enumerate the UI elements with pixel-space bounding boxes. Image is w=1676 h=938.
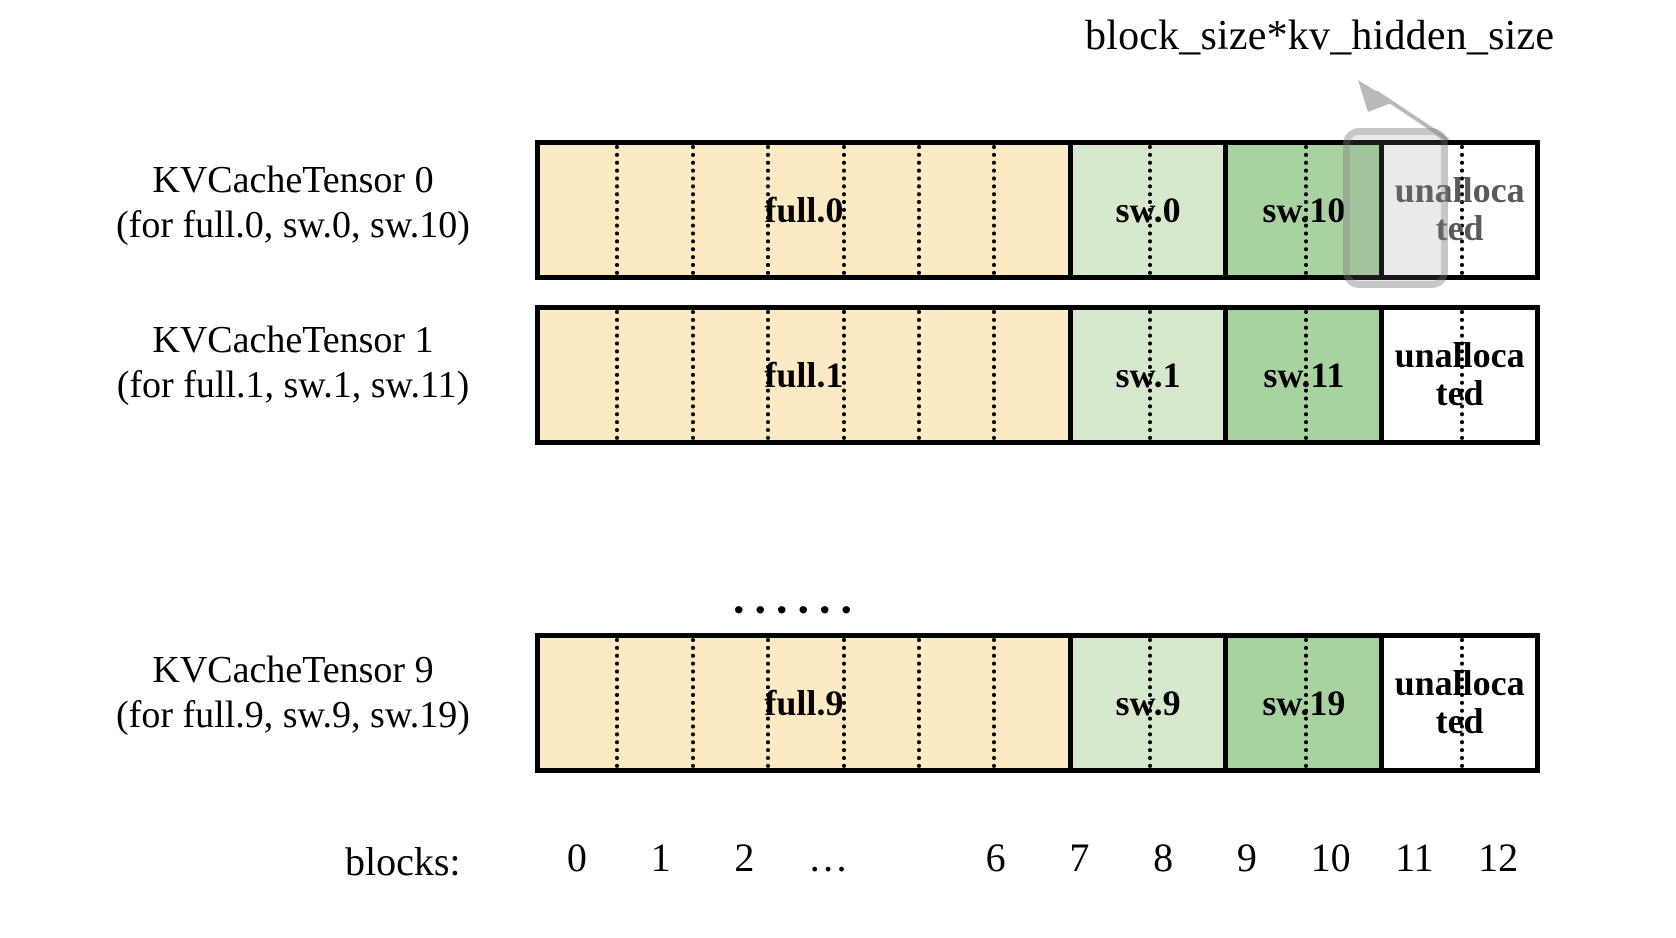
segment-sw-10-label: sw.10 bbox=[1262, 190, 1346, 230]
block-divider bbox=[690, 145, 695, 275]
block-divider bbox=[1459, 638, 1464, 768]
tensor-row-label-9: KVCacheTensor 9 (for full.9, sw.9, sw.19… bbox=[58, 648, 528, 738]
segment-sw-0[interactable]: sw.0 bbox=[1072, 145, 1229, 275]
axis-tick-9: 9 bbox=[1236, 835, 1257, 880]
block-divider bbox=[615, 310, 620, 440]
tensor-row-label-9-line2: (for full.9, sw.9, sw.19) bbox=[116, 693, 470, 736]
block-divider bbox=[916, 310, 921, 440]
block-divider bbox=[841, 310, 846, 440]
block-divider bbox=[1148, 145, 1153, 275]
block-divider bbox=[992, 310, 997, 440]
axis-tick-7: 7 bbox=[1069, 835, 1090, 880]
block-divider bbox=[690, 310, 695, 440]
segment-sw-9[interactable]: sw.9 bbox=[1072, 638, 1229, 768]
segment-sw-1[interactable]: sw.1 bbox=[1072, 310, 1229, 440]
block-divider bbox=[766, 310, 771, 440]
block-divider bbox=[690, 638, 695, 768]
block-divider bbox=[916, 638, 921, 768]
axis-tick-1: 1 bbox=[650, 835, 671, 880]
segment-sw-19[interactable]: sw.19 bbox=[1228, 638, 1385, 768]
tensor-row-label-1-line1: KVCacheTensor 1 bbox=[152, 319, 434, 361]
segment-sw-0-label: sw.0 bbox=[1115, 190, 1181, 230]
tensor-row-label-1-line2: (for full.1, sw.1, sw.11) bbox=[116, 363, 470, 406]
axis-tick-pad bbox=[870, 838, 954, 888]
block-divider bbox=[841, 145, 846, 275]
block-divider bbox=[766, 638, 771, 768]
segment-sw-9-label: sw.9 bbox=[1115, 683, 1181, 723]
block-divider bbox=[1148, 310, 1153, 440]
segment-full-0-label: full.0 bbox=[764, 190, 844, 230]
block-divider bbox=[1303, 310, 1308, 440]
axis-tick-6: 6 bbox=[985, 835, 1006, 880]
tensor-row-label-0-line2: (for full.0, sw.0, sw.10) bbox=[116, 203, 470, 246]
block-11-highlight-box[interactable] bbox=[1343, 128, 1448, 288]
segment-sw-11[interactable]: sw.11 bbox=[1228, 310, 1385, 440]
block-divider bbox=[615, 638, 620, 768]
block-divider bbox=[916, 145, 921, 275]
segment-sw-19-label: sw.19 bbox=[1262, 683, 1346, 723]
tensor-row-label-0-line1: KVCacheTensor 0 bbox=[152, 159, 434, 201]
segment-full-0[interactable]: full.0 bbox=[540, 145, 1073, 275]
segment-full-1[interactable]: full.1 bbox=[540, 310, 1073, 440]
block-divider bbox=[615, 145, 620, 275]
axis-tick-12: 12 bbox=[1478, 835, 1519, 880]
segment-sw-10[interactable]: sw.10 bbox=[1228, 145, 1385, 275]
axis-tick-10: 10 bbox=[1310, 835, 1351, 880]
axis-tick-ellipsis: … bbox=[808, 835, 849, 880]
block-divider bbox=[1148, 638, 1153, 768]
tensor-row-label-1: KVCacheTensor 1 (for full.1, sw.1, sw.11… bbox=[58, 318, 528, 408]
segment-sw-1-label: sw.1 bbox=[1115, 355, 1181, 395]
axis-tick-8: 8 bbox=[1153, 835, 1174, 880]
segment-full-9[interactable]: full.9 bbox=[540, 638, 1073, 768]
block-divider bbox=[841, 638, 846, 768]
segment-full-9-label: full.9 bbox=[764, 683, 844, 723]
block-divider bbox=[766, 145, 771, 275]
block-divider bbox=[1303, 638, 1308, 768]
segment-sw-11-label: sw.11 bbox=[1263, 355, 1345, 395]
rows-ellipsis: ...... bbox=[733, 572, 862, 623]
block-divider bbox=[1459, 145, 1464, 275]
axis-tick-11: 11 bbox=[1395, 835, 1434, 880]
axis-tick-0: 0 bbox=[566, 835, 587, 880]
tensor-row-label-0: KVCacheTensor 0 (for full.0, sw.0, sw.10… bbox=[58, 158, 528, 248]
block-divider bbox=[992, 145, 997, 275]
block-divider bbox=[992, 638, 997, 768]
blocks-axis-ticks: 0 1 2 … 6 7 8 9 10 11 12 bbox=[535, 838, 1540, 888]
tensor-row-label-9-line1: KVCacheTensor 9 bbox=[152, 649, 434, 691]
axis-tick-2: 2 bbox=[734, 835, 755, 880]
block-size-annotation-label: block_size*kv_hidden_size bbox=[1085, 13, 1555, 59]
segment-full-1-label: full.1 bbox=[764, 355, 844, 395]
block-divider bbox=[1303, 145, 1308, 275]
block-divider bbox=[1459, 310, 1464, 440]
blocks-axis-caption: blocks: bbox=[345, 839, 461, 884]
